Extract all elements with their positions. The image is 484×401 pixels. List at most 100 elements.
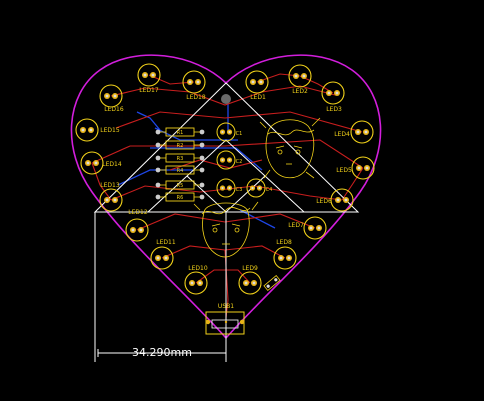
led-silkscreen-ring bbox=[238, 271, 262, 295]
led-drill bbox=[131, 228, 135, 232]
led-drill bbox=[188, 80, 192, 84]
led-label: LED9 bbox=[242, 265, 258, 272]
resistor-footprint: R4 bbox=[155, 165, 205, 175]
resistor-label: R5 bbox=[177, 183, 184, 189]
capacitor-label: C4 bbox=[266, 187, 273, 193]
capacitor-footprint: C3 bbox=[216, 178, 243, 198]
led-drill bbox=[89, 128, 93, 132]
capacitor-ring bbox=[216, 178, 236, 198]
led-drill bbox=[357, 166, 361, 170]
capacitor-ring bbox=[216, 150, 236, 170]
dimension-label: 34.290mm bbox=[132, 346, 192, 359]
mounting-via bbox=[221, 94, 231, 104]
led-label: LED8 bbox=[276, 239, 292, 246]
led-drill bbox=[335, 91, 339, 95]
led-drill bbox=[252, 281, 256, 285]
resistor-footprint: R6 bbox=[155, 192, 205, 202]
led-drill bbox=[365, 166, 369, 170]
led-drill bbox=[251, 80, 255, 84]
capacitor-label: C2 bbox=[236, 159, 243, 165]
led-label: LED6 bbox=[316, 198, 332, 205]
led-drill bbox=[279, 256, 283, 260]
capacitor-footprint: C1 bbox=[216, 122, 243, 142]
led-drill bbox=[113, 198, 117, 202]
led-label: LED18 bbox=[186, 94, 206, 101]
led-drill bbox=[302, 74, 306, 78]
led-silkscreen-ring bbox=[137, 63, 161, 87]
capacitor-label: C3 bbox=[236, 187, 243, 193]
led-label: LED14 bbox=[102, 161, 122, 168]
resistor-footprint: R5 bbox=[155, 180, 205, 190]
led-drill bbox=[356, 130, 360, 134]
resistor-footprint: R2 bbox=[155, 140, 205, 150]
led-label: LED16 bbox=[104, 106, 124, 113]
led-drill bbox=[259, 80, 263, 84]
led-footprint: LED8 bbox=[273, 239, 297, 270]
resistor-pad bbox=[199, 167, 205, 173]
led-footprint: LED14 bbox=[80, 151, 122, 175]
resistor-pad bbox=[155, 194, 161, 200]
led-drill bbox=[364, 130, 368, 134]
led-drill bbox=[196, 80, 200, 84]
resistor-pad bbox=[199, 129, 205, 135]
led-label: LED12 bbox=[128, 209, 148, 216]
led-drill bbox=[139, 228, 143, 232]
led-silkscreen-ring bbox=[303, 216, 327, 240]
led-silkscreen-ring bbox=[321, 81, 345, 105]
led-drill bbox=[81, 128, 85, 132]
resistor-label: R3 bbox=[177, 156, 184, 162]
resistor-footprint: R1 bbox=[155, 127, 205, 137]
led-drill bbox=[244, 281, 248, 285]
resistor-pad bbox=[155, 182, 161, 188]
resistor-pad bbox=[155, 129, 161, 135]
resistor-pad bbox=[155, 142, 161, 148]
led-footprint: LED4 bbox=[334, 120, 374, 144]
led-footprint: LED5 bbox=[336, 156, 375, 180]
resistor-pad bbox=[199, 182, 205, 188]
led-footprint: LED16 bbox=[99, 84, 124, 113]
led-footprint: LED9 bbox=[238, 265, 262, 295]
capacitor-footprint: C2 bbox=[216, 150, 243, 170]
led-silkscreen-ring bbox=[245, 70, 269, 94]
led-drill bbox=[113, 94, 117, 98]
led-drill bbox=[105, 94, 109, 98]
led-silkscreen-ring bbox=[182, 70, 206, 94]
led-drill bbox=[190, 281, 194, 285]
usb-label: USB1 bbox=[218, 303, 234, 310]
led-label: LED15 bbox=[100, 127, 120, 134]
led-label: LED17 bbox=[139, 87, 159, 94]
led-drill bbox=[156, 256, 160, 260]
led-footprint: LED10 bbox=[184, 265, 208, 295]
capacitor-ring bbox=[216, 122, 236, 142]
led-drill bbox=[94, 161, 98, 165]
led-silkscreen-ring bbox=[125, 218, 149, 242]
led-footprint: LED18 bbox=[182, 70, 206, 101]
led-drill bbox=[317, 226, 321, 230]
led-label: LED1 bbox=[250, 94, 266, 101]
resistor-pad bbox=[199, 155, 205, 161]
resistor-footprint: R3 bbox=[155, 153, 205, 163]
usb-connector: USB1 bbox=[205, 303, 245, 335]
led-label: LED7 bbox=[288, 222, 304, 229]
capacitor-ring bbox=[246, 178, 266, 198]
silkscreen-face-right bbox=[259, 117, 321, 179]
led-label: LED2 bbox=[292, 88, 308, 95]
led-drill bbox=[198, 281, 202, 285]
led-label: LED4 bbox=[334, 131, 350, 138]
led-drill bbox=[151, 73, 155, 77]
led-label: LED10 bbox=[188, 265, 208, 272]
led-footprint: LED15 bbox=[75, 118, 120, 142]
led-drill bbox=[344, 198, 348, 202]
capacitor-label: C1 bbox=[236, 131, 243, 137]
resistor-pad bbox=[155, 167, 161, 173]
silkscreen-face-center bbox=[193, 201, 259, 258]
resistor-label: R6 bbox=[177, 195, 184, 201]
led-drill bbox=[336, 198, 340, 202]
resistor-label: R2 bbox=[177, 143, 184, 149]
led-footprint: LED3 bbox=[321, 81, 345, 113]
led-silkscreen-ring bbox=[99, 84, 123, 108]
